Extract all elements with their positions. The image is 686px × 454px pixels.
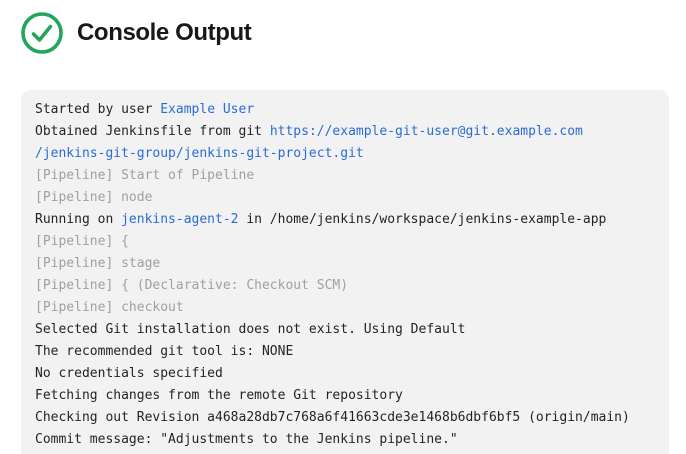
console-text: in /home/jenkins/workspace/jenkins-examp… — [238, 212, 607, 227]
console-text: Selected Git installation does not exist… — [35, 322, 466, 337]
console-line: Commit message: "Adjustments to the Jenk… — [35, 429, 655, 451]
console-text: Started by user — [35, 102, 161, 117]
console-line: Fetching changes from the remote Git rep… — [35, 385, 655, 407]
console-line: Selected Git installation does not exist… — [35, 319, 655, 341]
console-text: [Pipeline] stage — [35, 256, 161, 271]
console-text: Running on — [35, 212, 122, 227]
console-line: [Pipeline] checkout — [35, 297, 655, 319]
page-header: Console Output — [20, 11, 252, 55]
link-jenkins-agent-2[interactable]: jenkins-agent-2 — [121, 212, 239, 227]
console-line: [Pipeline] node — [35, 187, 655, 209]
console-text: [Pipeline] { — [35, 234, 129, 249]
link-repo-url[interactable]: https://example-git-user@git.example.com — [269, 124, 583, 139]
console-text: [Pipeline] Start of Pipeline — [35, 168, 255, 183]
console-line: [Pipeline] stage — [35, 253, 655, 275]
console-line: [Pipeline] Start of Pipeline — [35, 165, 655, 187]
link-repo-url-continued[interactable]: /jenkins-git-group/jenkins-git-project.g… — [35, 146, 364, 161]
console-line: [Pipeline] { (Declarative: Checkout SCM) — [35, 275, 655, 297]
console-line: Obtained Jenkinsfile from git https://ex… — [35, 121, 655, 143]
console-text: Fetching changes from the remote Git rep… — [35, 388, 403, 403]
console-line: Running on jenkins-agent-2 in /home/jenk… — [35, 209, 655, 231]
console-text: [Pipeline] node — [35, 190, 153, 205]
check-circle-icon — [21, 12, 63, 54]
console-text: Checking out Revision a468a28db7c768a6f4… — [35, 410, 630, 425]
link-example-user[interactable]: Example User — [160, 102, 255, 117]
console-line: Started by user Example User — [35, 99, 655, 121]
console-text: No credentials specified — [35, 366, 223, 381]
console-text: [Pipeline] { (Declarative: Checkout SCM) — [35, 278, 349, 293]
page-title: Console Output — [77, 19, 252, 46]
console-text: The recommended git tool is: NONE — [35, 344, 294, 359]
console-text: Obtained Jenkinsfile from git — [35, 124, 270, 139]
console-line: Checking out Revision a468a28db7c768a6f4… — [35, 407, 655, 429]
console-line: [Pipeline] { — [35, 231, 655, 253]
console-line: The recommended git tool is: NONE — [35, 341, 655, 363]
console-text: Commit message: "Adjustments to the Jenk… — [35, 432, 458, 447]
console-line: No credentials specified — [35, 363, 655, 385]
console-text: [Pipeline] checkout — [35, 300, 184, 315]
console-line: /jenkins-git-group/jenkins-git-project.g… — [35, 143, 655, 165]
